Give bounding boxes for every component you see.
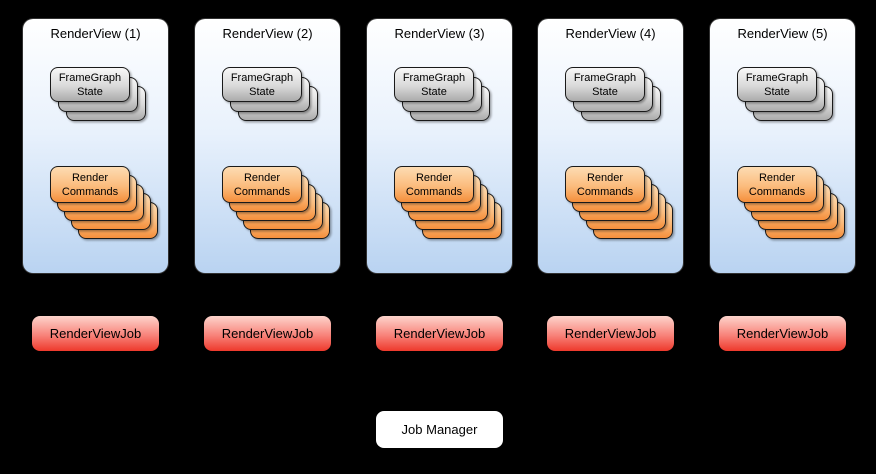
framegraph-state-label-line2: State	[592, 86, 618, 98]
framegraph-state-card-front: FrameGraph State	[394, 67, 474, 102]
render-commands-label-line2: Commands	[576, 186, 634, 198]
renderview-panel-4: RenderView (4) FrameGraph State Render C…	[538, 19, 683, 273]
renderview-title: RenderView (5)	[737, 26, 828, 41]
render-commands-label-line1: Render	[758, 172, 796, 184]
renderviewjob-box-4: RenderViewJob	[547, 316, 674, 351]
renderviewjob-box-5: RenderViewJob	[719, 316, 846, 351]
framegraph-state-label-line1: FrameGraph	[230, 72, 294, 84]
renderviewjob-box-3: RenderViewJob	[376, 316, 503, 351]
framegraph-state-card-front: FrameGraph State	[737, 67, 817, 102]
render-commands-stack: Render Commands	[565, 166, 674, 240]
renderview-title: RenderView (1)	[50, 26, 141, 41]
render-commands-label-line2: Commands	[233, 186, 291, 198]
render-commands-card-front: Render Commands	[565, 166, 645, 203]
render-commands-label-line2: Commands	[748, 186, 806, 198]
render-commands-label-line1: Render	[243, 172, 281, 184]
framegraph-state-label-line2: State	[249, 86, 275, 98]
framegraph-state-label-line1: FrameGraph	[58, 72, 122, 84]
render-commands-card-front: Render Commands	[394, 166, 474, 203]
framegraph-state-stack: FrameGraph State	[222, 67, 319, 122]
render-commands-label-line1: Render	[586, 172, 624, 184]
render-commands-stack: Render Commands	[222, 166, 331, 240]
framegraph-state-card-front: FrameGraph State	[565, 67, 645, 102]
render-commands-label-line2: Commands	[61, 186, 119, 198]
framegraph-state-stack: FrameGraph State	[50, 67, 147, 122]
framegraph-state-label-line1: FrameGraph	[402, 72, 466, 84]
render-commands-stack: Render Commands	[50, 166, 159, 240]
renderviewjob-box-2: RenderViewJob	[204, 316, 331, 351]
renderview-title: RenderView (3)	[394, 26, 485, 41]
renderview-panel-3: RenderView (3) FrameGraph State Render C…	[367, 19, 512, 273]
framegraph-state-card-front: FrameGraph State	[222, 67, 302, 102]
framegraph-state-card-front: FrameGraph State	[50, 67, 130, 102]
framegraph-state-stack: FrameGraph State	[394, 67, 491, 122]
renderview-panel-5: RenderView (5) FrameGraph State Render C…	[710, 19, 855, 273]
job-manager-box: Job Manager	[376, 411, 503, 448]
renderview-panel-1: RenderView (1) FrameGraph State Render C…	[23, 19, 168, 273]
render-commands-stack: Render Commands	[394, 166, 503, 240]
renderview-title: RenderView (2)	[222, 26, 313, 41]
renderview-title: RenderView (4)	[565, 26, 656, 41]
render-commands-stack: Render Commands	[737, 166, 846, 240]
render-commands-label-line1: Render	[415, 172, 453, 184]
renderviewjob-box-1: RenderViewJob	[32, 316, 159, 351]
framegraph-state-stack: FrameGraph State	[737, 67, 834, 122]
framegraph-state-label-line1: FrameGraph	[745, 72, 809, 84]
framegraph-state-label-line2: State	[764, 86, 790, 98]
render-commands-label-line2: Commands	[405, 186, 463, 198]
framegraph-state-stack: FrameGraph State	[565, 67, 662, 122]
framegraph-state-label-line2: State	[77, 86, 103, 98]
framegraph-state-label-line2: State	[421, 86, 447, 98]
render-commands-card-front: Render Commands	[222, 166, 302, 203]
renderview-panel-2: RenderView (2) FrameGraph State Render C…	[195, 19, 340, 273]
framegraph-state-label-line1: FrameGraph	[573, 72, 637, 84]
render-commands-card-front: Render Commands	[50, 166, 130, 203]
render-commands-label-line1: Render	[71, 172, 109, 184]
render-commands-card-front: Render Commands	[737, 166, 817, 203]
